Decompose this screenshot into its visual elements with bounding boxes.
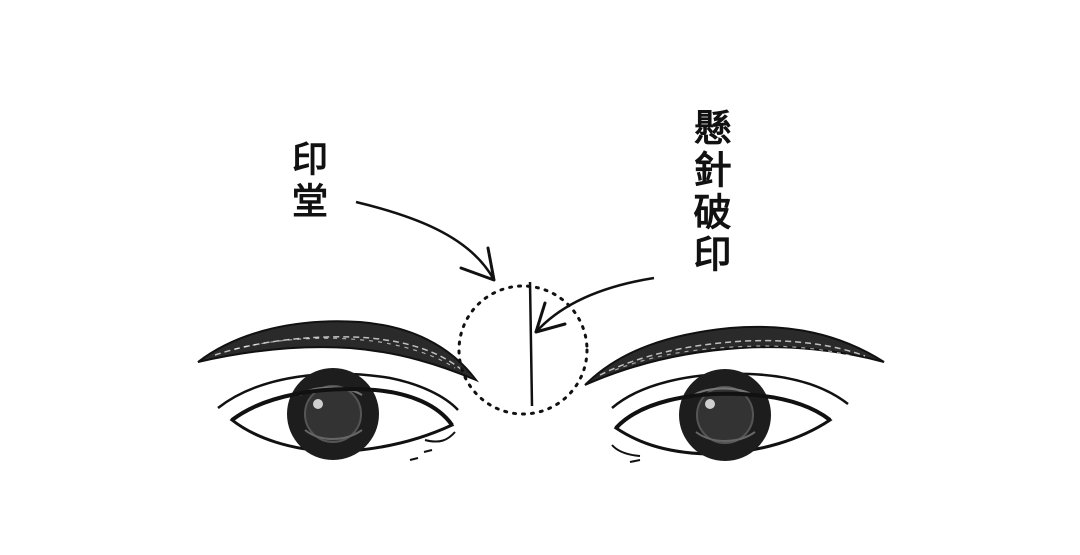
xuanzhen-arrow (534, 276, 655, 334)
label-yintang: 印堂 (286, 140, 327, 224)
left-eye (217, 368, 459, 461)
suspended-needle-line (528, 281, 534, 407)
left-eye-highlight (313, 399, 323, 409)
right-eyebrow (584, 325, 885, 386)
right-eye (611, 369, 849, 463)
label-xuanzhen-poyin: 懸針破印 (687, 108, 731, 276)
right-eye-highlight (705, 399, 715, 409)
yintang-arrow (355, 200, 496, 282)
yintang-dotted-circle (457, 284, 589, 416)
left-eyebrow (197, 320, 479, 383)
